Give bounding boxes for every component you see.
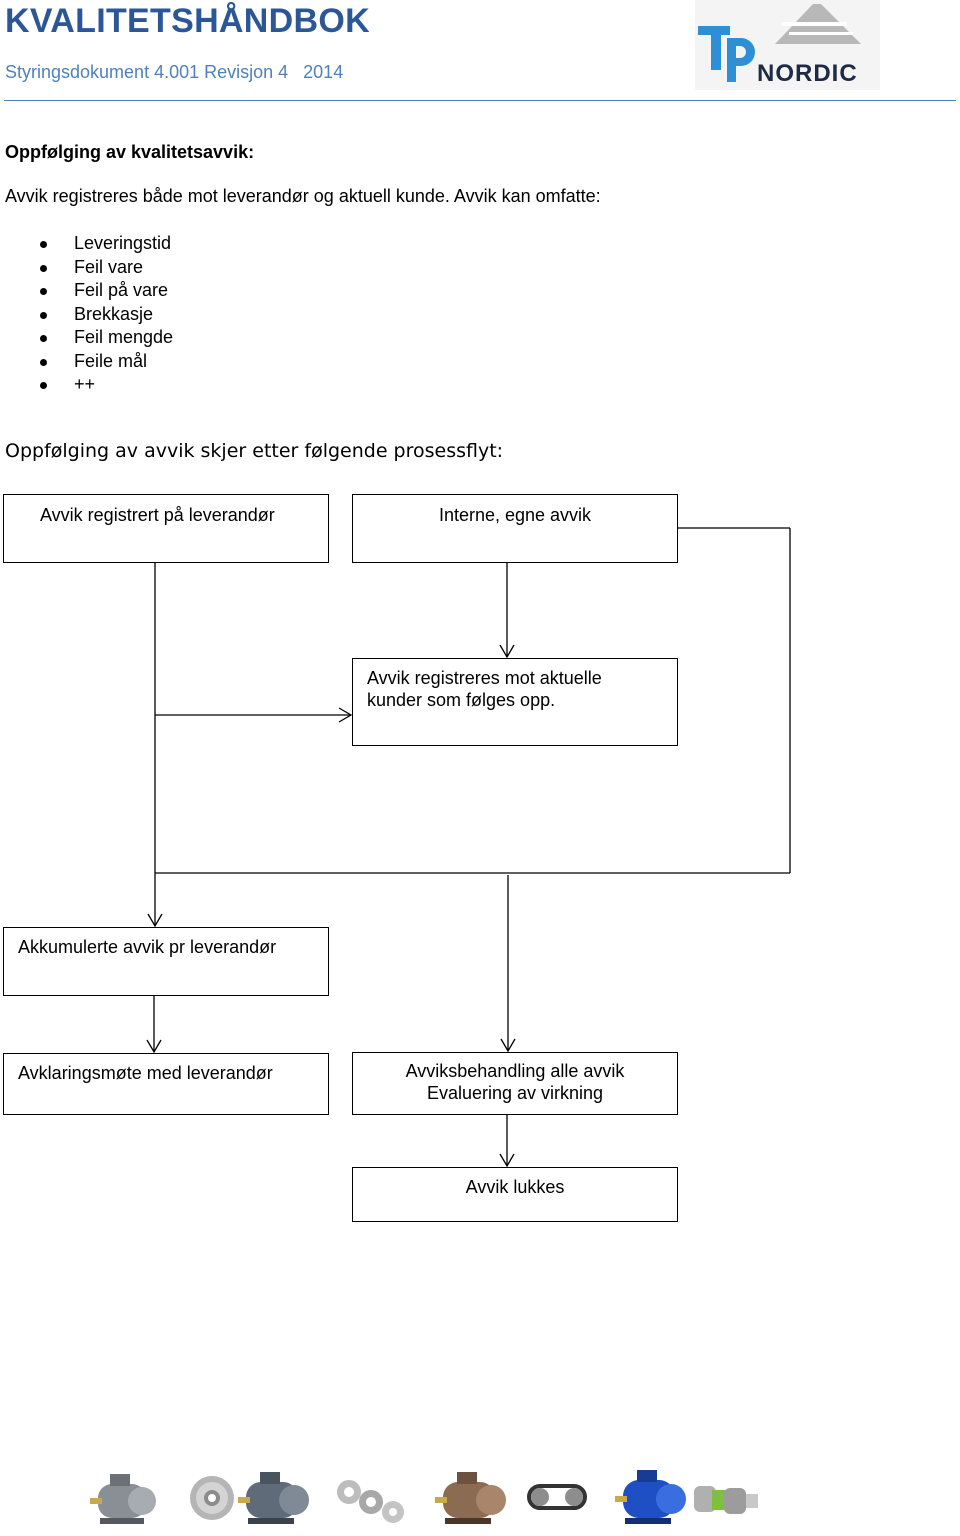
bullet-icon [40,382,47,389]
list-item: Leveringstid [0,232,173,256]
intro-paragraph: Avvik registreres både mot leverandør og… [5,186,601,206]
flow-box-supplier-deviation: Avvik registrert på leverandør [3,494,329,563]
arrow-head-icon [499,644,515,659]
deviation-types-list: Leveringstid Feil vare Feil på vare Brek… [0,232,173,397]
electric-motor-icon [238,1472,309,1524]
document-subtitle: Styringsdokument 4.001 Revisjon 4 2014 [5,62,344,82]
flow-box-deviation-closed: Avvik lukkes [352,1167,678,1222]
bullet-icon [40,288,47,295]
electric-motor-icon [435,1472,506,1524]
arrow-head-icon [499,1153,515,1168]
list-item: Feil på vare [0,279,173,303]
arrow-head-icon [146,1039,162,1054]
flow-box-internal-deviation: Interne, egne avvik [352,494,678,563]
document-title: KVALITETSHÅNDBOK [5,2,370,40]
bullet-icon [40,358,47,366]
bullet-icon [40,264,47,272]
process-intro: Oppfølging av avvik skjer etter følgende… [5,440,504,462]
electric-motor-icon [90,1474,156,1524]
list-item: Feil mengde [0,326,173,350]
logo-wordmark: NORDIC [757,60,858,87]
list-item: Feile mål [0,350,173,374]
gear-wheel-icon [190,1476,234,1520]
list-item: Feil vare [0,256,173,280]
flow-box-clarification-meeting: Avklaringsmøte med leverandør [3,1053,329,1115]
bullet-icon [40,311,47,319]
list-item: Brekkasje [0,303,173,327]
flow-box-accumulated: Akkumulerte avvik pr leverandør [3,927,329,996]
arrow-head-icon [338,707,353,723]
header-divider [4,100,956,101]
bullet-icon [40,335,47,342]
bullet-icon [40,241,47,248]
flow-box-customer-followup: Avvik registreres mot aktuelle kunder so… [352,658,678,746]
list-item: ++ [0,373,173,397]
flow-box-deviation-handling: Avviksbehandling alle avvik Evaluering a… [352,1052,678,1115]
chain-belt-icon [527,1484,587,1510]
logo-graphic-icon [695,0,880,90]
arrow-head-icon [500,1038,516,1053]
bushing-icon [337,1480,404,1523]
product-image-strip [90,1470,758,1524]
section-heading: Oppfølging av kvalitetsavvik: [5,142,255,162]
electric-motor-icon [615,1470,686,1524]
arrow-head-icon [147,913,163,928]
coupling-icon [694,1486,758,1514]
tp-nordic-logo: NORDIC [695,0,880,90]
